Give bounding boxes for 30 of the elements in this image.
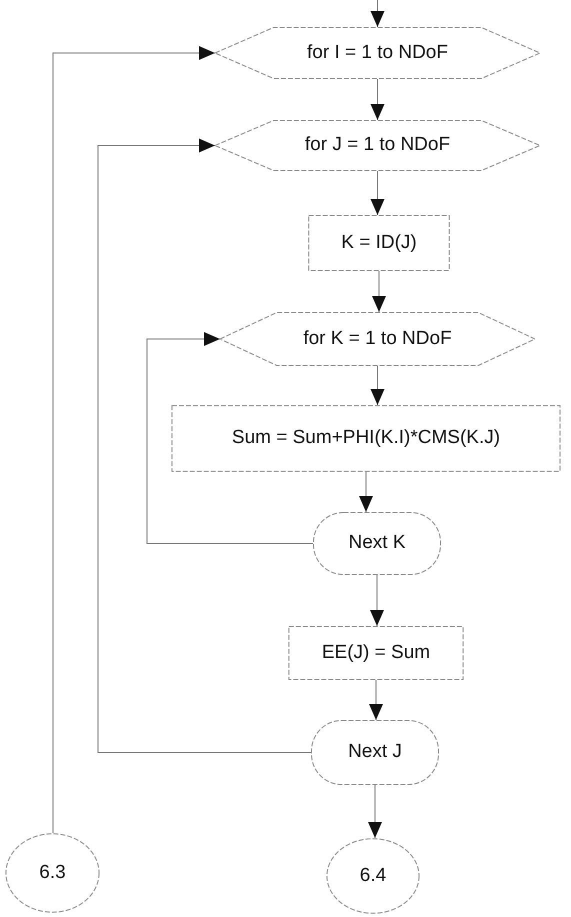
arrow xyxy=(370,170,384,216)
node-label: for K = 1 to NDoF xyxy=(303,326,452,351)
connector-circle xyxy=(326,838,420,914)
arrow xyxy=(369,680,383,720)
node-label: for J = 1 to NDoF xyxy=(304,133,450,158)
arrow xyxy=(146,332,314,544)
node-label: Sum = Sum+PHI(K.I)*CMS(K.J) xyxy=(232,426,500,450)
arrow xyxy=(98,138,312,753)
loop-hexagon xyxy=(220,312,535,366)
arrow xyxy=(370,574,384,626)
arrow xyxy=(370,366,384,406)
node-label: EE(J) = Sum xyxy=(322,640,430,665)
arrow xyxy=(359,472,373,512)
loop-hexagon xyxy=(215,27,540,79)
connector-circle xyxy=(5,833,100,913)
node-label: 6.3 xyxy=(39,860,66,885)
process-box xyxy=(170,405,562,472)
node-label: Next K xyxy=(348,531,406,556)
arrow xyxy=(372,270,386,312)
process-box xyxy=(308,215,450,271)
process-box xyxy=(288,626,464,680)
node-label: Next J xyxy=(348,740,402,764)
arrow xyxy=(370,0,384,28)
node-label: K = ID(J) xyxy=(341,230,417,255)
loop-hexagon xyxy=(215,120,540,171)
arrow xyxy=(370,78,384,120)
node-label: 6.4 xyxy=(360,864,386,888)
arrow xyxy=(368,784,382,838)
arrow xyxy=(52,46,216,834)
node-label: for I = 1 to NDoF xyxy=(307,40,448,65)
